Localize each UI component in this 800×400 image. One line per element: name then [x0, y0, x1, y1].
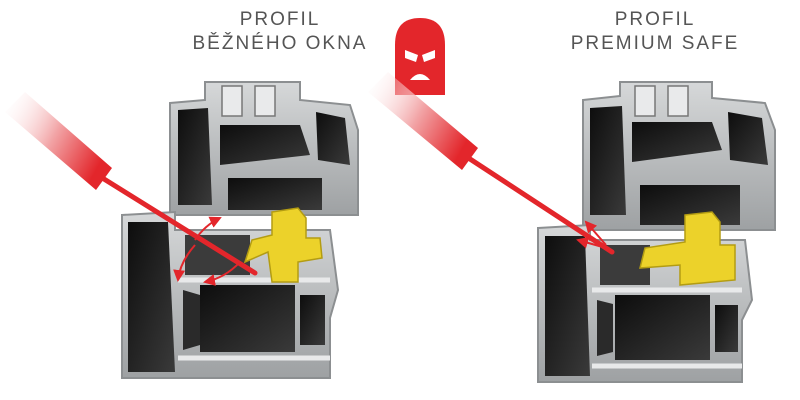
- right-force-arrow: [584, 220, 607, 246]
- left-force-arrow: [203, 261, 241, 286]
- left-profile-chamber: [178, 108, 212, 205]
- right-window-profile: [368, 72, 776, 383]
- right-profile-chamber: [715, 305, 738, 352]
- right-profile-tab: [634, 85, 656, 117]
- right-profile-chamber: [728, 112, 768, 165]
- left-screwdriver: [5, 92, 258, 276]
- left-profile-chamber: [300, 295, 325, 345]
- left-screwdriver-shaft: [101, 176, 258, 276]
- right-screwdriver-shaft: [467, 156, 615, 255]
- burglar-mask-icon: [395, 18, 445, 95]
- right-force-arrow: [576, 236, 607, 249]
- right-lock-hardware: [639, 211, 736, 286]
- left-profile-chamber: [185, 235, 250, 275]
- left-profile-chamber: [316, 112, 350, 165]
- right-screwdriver-handle: [368, 72, 478, 170]
- left-profile-chamber: [128, 222, 175, 372]
- right-profile-chamber: [615, 295, 710, 360]
- left-profile-chamber: [183, 290, 200, 350]
- mask-mouth: [410, 74, 430, 80]
- left-window-profile: [5, 81, 359, 379]
- right-profile-chamber: [597, 300, 613, 356]
- left-profile-tab: [254, 85, 276, 117]
- mask-eye-right: [422, 50, 435, 62]
- left-profile-chamber: [220, 125, 310, 165]
- right-profile-chamber: [600, 245, 650, 285]
- right-profile-chamber: [632, 122, 722, 162]
- left-force-arrow: [173, 244, 196, 282]
- left-lock-hardware: [243, 207, 323, 283]
- right-title-line2: PREMIUM SAFE: [570, 33, 740, 54]
- right-title-line1: PROFIL: [614, 9, 696, 30]
- left-profile-chamber: [200, 285, 295, 352]
- left-screwdriver-handle: [5, 92, 112, 190]
- right-profile-title: PROFIL PREMIUM SAFE: [545, 8, 765, 56]
- left-title-line1: PROFIL: [239, 9, 321, 30]
- left-profile-title: PROFIL BĚŽNÉHO OKNA: [170, 8, 390, 56]
- left-force-arrows: [173, 216, 241, 286]
- left-profile-tab: [221, 85, 243, 117]
- left-force-arrow: [194, 216, 222, 241]
- right-profile-tab: [667, 85, 689, 117]
- right-screwdriver: [368, 72, 615, 255]
- right-force-arrows: [576, 220, 607, 249]
- left-title-line2: BĚŽNÉHO OKNA: [192, 33, 368, 54]
- right-profile-chamber: [590, 106, 626, 215]
- left-profile-chamber: [228, 178, 322, 210]
- mask-eye-left: [405, 50, 418, 62]
- right-profile-chamber: [545, 236, 590, 376]
- burglar-badge: [395, 18, 445, 95]
